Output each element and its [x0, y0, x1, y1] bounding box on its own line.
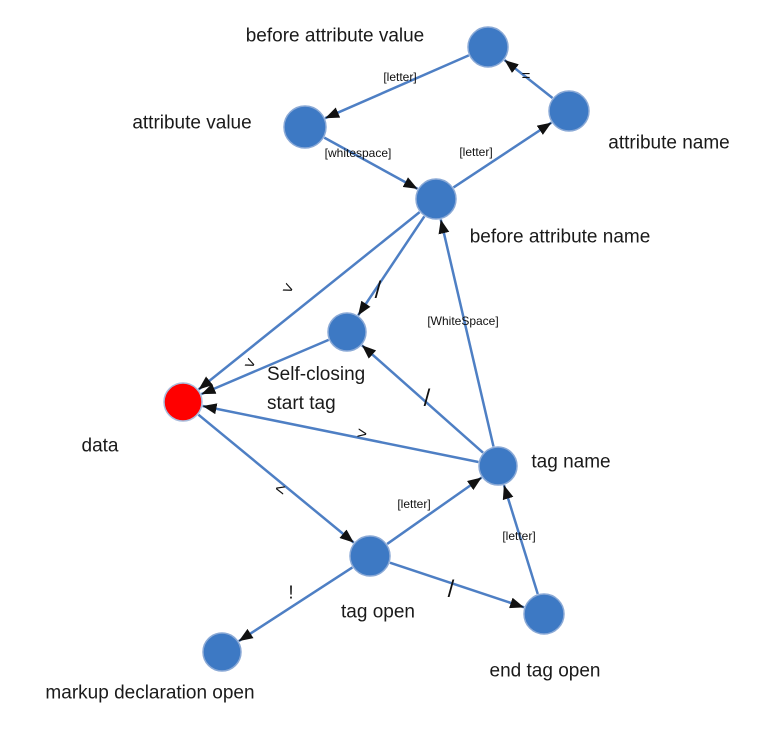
edge-label-before_attribute_name-to-attribute_name: [letter] [459, 145, 493, 159]
edge-before_attribute_name-to-attribute_name [452, 121, 553, 189]
node-attribute_value [283, 105, 327, 149]
node-label-self_closing_start_tag: Self-closing start tag [267, 364, 366, 415]
node-label-tag_open: tag open [341, 601, 415, 623]
node-markup_declaration_open [202, 632, 242, 672]
node-label-data: data [81, 435, 119, 457]
edge-label-tag_name-to-self_closing_start_tag: / [423, 385, 431, 412]
edge-label-attribute_value-to-before_attribute_name: [whitespace] [324, 146, 392, 160]
edge-label-attribute_name-to-before_attribute_value: = [521, 67, 531, 85]
edge-self_closing_start_tag-to-data [200, 338, 330, 396]
node-label-tag_name: tag name [531, 451, 611, 473]
node-label-attribute_value: attribute value [132, 112, 252, 134]
node-tag_name [478, 446, 518, 486]
edge-tag_name-to-data [202, 403, 479, 464]
edge-label-tag_name-to-before_attribute_name: [WhiteSpace] [427, 314, 499, 328]
node-label-before_attribute_value: before attribute value [245, 25, 425, 47]
edge-label-tag_open-to-end_tag_open: / [447, 576, 455, 603]
node-label-attribute_name: attribute name [608, 132, 730, 154]
edge-tag_name-to-self_closing_start_tag [361, 344, 484, 454]
edge-data-to-tag_open [197, 413, 355, 544]
edge-label-end_tag_open-to-tag_name: [letter] [502, 529, 536, 543]
edge-label-tag_open-to-markup_declaration_open: ! [288, 582, 294, 603]
edge-tag_open-to-markup_declaration_open [238, 566, 354, 643]
edge-label-before_attribute_value-to-attribute_value: [letter] [383, 70, 417, 84]
edge-tag_open-to-end_tag_open [389, 561, 525, 609]
node-tag_open [349, 535, 391, 577]
edge-end_tag_open-to-tag_name [502, 484, 539, 595]
edge-attribute_value-to-before_attribute_name [323, 136, 419, 190]
edge-attribute_name-to-before_attribute_value [503, 59, 554, 99]
node-self_closing_start_tag [327, 312, 367, 352]
node-end_tag_open [523, 593, 565, 635]
edge-before_attribute_value-to-attribute_value [324, 54, 470, 120]
node-attribute_name [548, 90, 590, 132]
node-data [163, 382, 203, 422]
edge-tag_name-to-before_attribute_name [438, 219, 495, 447]
edge-label-before_attribute_name-to-self_closing_start_tag: / [374, 277, 382, 304]
node-before_attribute_value [467, 26, 509, 68]
edge-label-tag_open-to-tag_name: [letter] [397, 497, 431, 511]
node-label-before_attribute_name: before attribute name [469, 226, 651, 248]
edge-tag_open-to-tag_name [386, 476, 483, 545]
edge-before_attribute_name-to-self_closing_start_tag [357, 215, 426, 317]
node-before_attribute_name [415, 178, 457, 220]
node-label-end_tag_open: end tag open [489, 660, 601, 682]
edge-before_attribute_name-to-data [197, 211, 421, 391]
node-label-markup_declaration_open: markup declaration open [45, 682, 255, 704]
